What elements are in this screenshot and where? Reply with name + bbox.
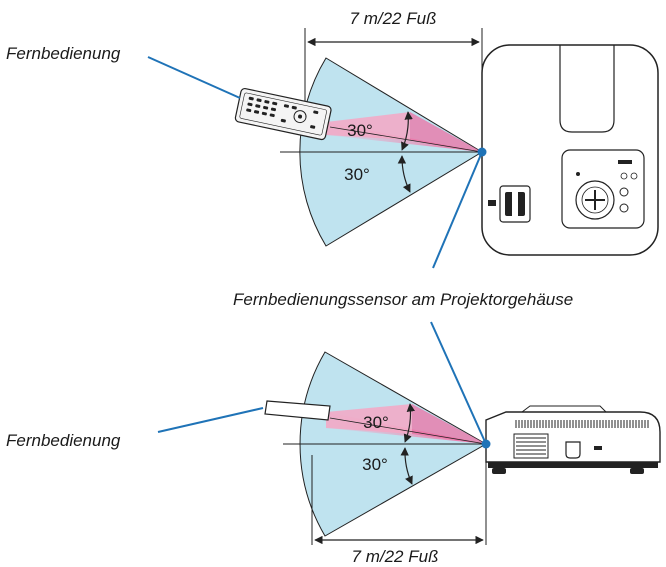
top-view: 7 m/22 Fuß 30° 30° xyxy=(6,9,659,269)
side-upper-angle-arc xyxy=(403,403,416,443)
top-upper-angle-label: 30° xyxy=(347,121,373,140)
top-distance-label: 7 m/22 Fuß xyxy=(350,9,437,28)
top-remote-label: Fernbedienung xyxy=(6,44,121,63)
side-projector-icon xyxy=(485,405,661,474)
sensor-leader-top xyxy=(432,151,483,269)
side-distance-label: 7 m/22 Fuß xyxy=(352,547,439,566)
top-upper-angle-arc xyxy=(401,111,413,151)
top-remote-control-icon xyxy=(234,87,332,141)
side-angle-highlight-wide xyxy=(326,404,412,434)
side-angle-highlight-tip xyxy=(412,404,486,444)
top-angle-highlight-wide xyxy=(326,112,410,140)
top-lower-angle-arc xyxy=(397,155,411,193)
side-view: 30° 30° Fernbedienung 7 m/22 Fuß xyxy=(6,321,661,566)
side-lower-angle-arc xyxy=(400,447,413,485)
sensor-leader-bottom xyxy=(430,321,487,445)
side-upper-angle-label: 30° xyxy=(363,413,389,432)
side-remote-control-icon xyxy=(264,400,331,421)
top-lower-angle-label: 30° xyxy=(344,165,370,184)
side-projector-vent-grille xyxy=(515,420,649,428)
top-remote-leader xyxy=(147,56,241,99)
top-projector-icon xyxy=(481,44,659,256)
side-remote-leader xyxy=(157,407,264,433)
sensor-label: Fernbedienungssensor am Projektorgehäuse xyxy=(233,290,573,309)
top-angle-highlight-tip xyxy=(410,112,482,152)
side-remote-label: Fernbedienung xyxy=(6,431,121,450)
side-lower-angle-label: 30° xyxy=(362,455,388,474)
